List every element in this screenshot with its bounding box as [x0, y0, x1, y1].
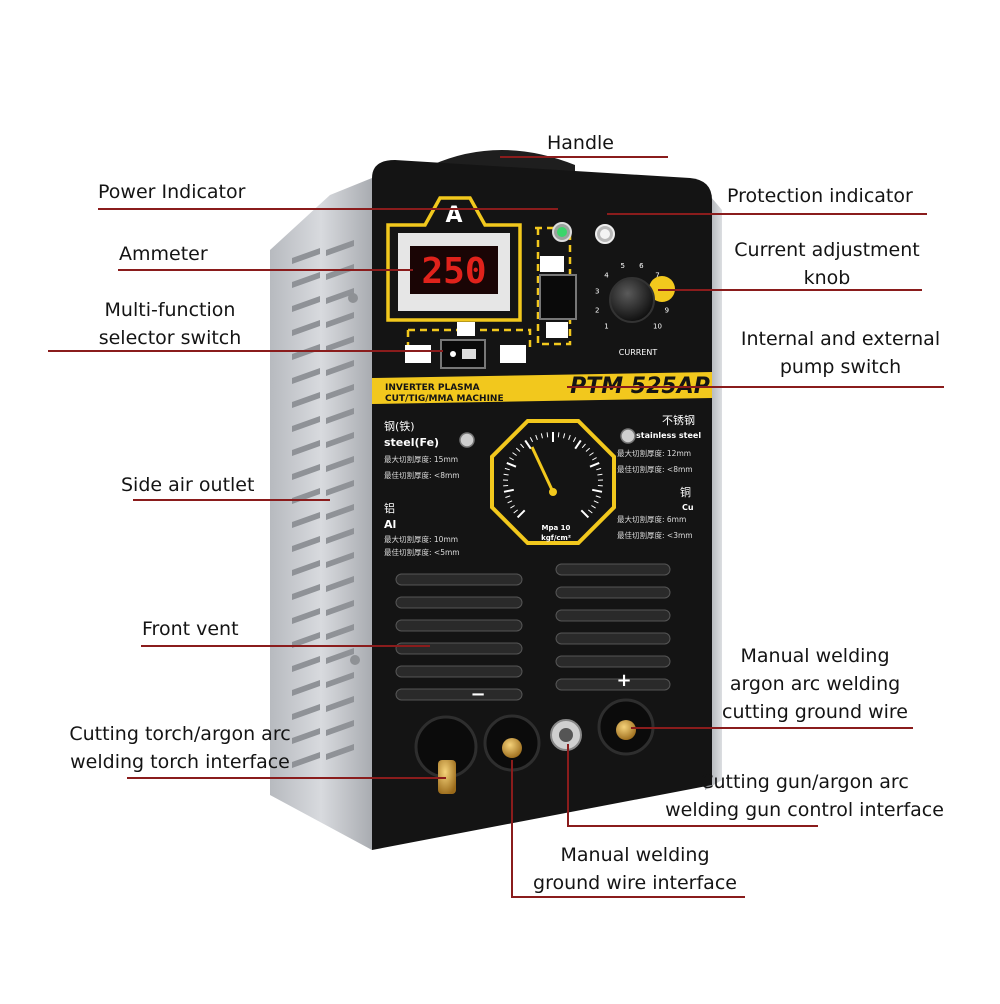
cu-cn: 铜	[680, 485, 691, 499]
al-cn: 铝	[384, 501, 395, 515]
gauge-tick	[547, 432, 548, 437]
stainless-label: stainless steel	[636, 431, 701, 440]
knob-label: CURRENT	[619, 348, 658, 357]
label-torch-line2: welding torch interface	[55, 748, 305, 776]
pump-icon-bottom	[546, 322, 568, 338]
knob-scale-number: 6	[639, 262, 644, 270]
front-vent-slot	[396, 666, 522, 677]
label-side-air-outlet: Side air outlet	[121, 471, 254, 499]
gauge-unit: Mpa 10	[542, 524, 571, 532]
knob-scale-number: 4	[604, 272, 609, 280]
gauge-tick	[558, 432, 559, 437]
positive-brass-socket	[616, 720, 636, 740]
label-manual-argon: Manual welding argon arc welding cutting…	[705, 642, 925, 726]
steel-label: steel(Fe)	[384, 436, 439, 449]
minus-sign: −	[470, 684, 485, 705]
cu-max: 最大切割厚度: 6mm	[617, 514, 686, 524]
al-max: 最大切割厚度: 10mm	[384, 534, 458, 544]
ground-brass-socket	[502, 738, 522, 758]
selector-mode-left	[405, 345, 431, 363]
steel-max: 最大切割厚度: 15mm	[384, 454, 458, 464]
label-power-indicator: Power Indicator	[98, 178, 245, 206]
label-selector-switch: Multi-function selector switch	[88, 296, 252, 352]
label-ground-line2: ground wire interface	[520, 869, 750, 897]
label-control-line1: Cutting gun/argon arc	[652, 768, 957, 796]
front-vent-slot	[396, 643, 522, 654]
power-indicator-glow	[557, 227, 567, 237]
pump-icon-top	[540, 256, 564, 272]
current-adjustment-knob[interactable]	[610, 278, 654, 322]
knob-scale-number: 9	[665, 306, 669, 314]
label-selector-line1: Multi-function	[88, 296, 252, 324]
label-protection-indicator: Protection indicator	[727, 182, 913, 210]
banner-subtitle-1: INVERTER PLASMA	[385, 383, 480, 393]
label-torch-line1: Cutting torch/argon arc	[55, 720, 305, 748]
knob-scale-number: 5	[620, 262, 624, 270]
label-manual-argon-line1: Manual welding	[705, 642, 925, 670]
knob-scale-number: 10	[653, 323, 662, 331]
gauge-unit-2: kgf/cm²	[541, 534, 571, 542]
label-ground-line1: Manual welding	[520, 841, 750, 869]
label-manual-argon-line3: cutting ground wire	[705, 698, 925, 726]
selector-mode-right	[500, 345, 526, 363]
label-pump-line1: Internal and external	[733, 325, 948, 353]
internal-external-pump-switch[interactable]	[540, 275, 576, 319]
label-pump-switch: Internal and external pump switch	[733, 325, 948, 381]
selector-mode-top	[457, 322, 475, 336]
al-best: 最佳切割厚度: <5mm	[384, 547, 460, 557]
front-vent-slot	[396, 574, 522, 585]
stainless-cn: 不锈钢	[662, 414, 695, 427]
front-vent-slot	[556, 679, 670, 690]
steel-cn: 钢(铁)	[384, 420, 415, 433]
label-current-knob: Current adjustment knob	[727, 236, 927, 292]
side-screw	[350, 655, 360, 665]
knob-scale-number: 3	[595, 288, 599, 296]
al-label: Al	[384, 518, 396, 531]
knob-scale-number: 2	[595, 306, 599, 314]
label-ammeter: Ammeter	[119, 240, 208, 268]
plus-sign: +	[616, 670, 631, 691]
label-control-interface: Cutting gun/argon arc welding gun contro…	[652, 768, 957, 824]
front-vent-slot	[556, 633, 670, 644]
ammeter-reading: 250	[421, 251, 486, 292]
front-vent-slot	[396, 620, 522, 631]
control-interface-core	[559, 728, 573, 742]
banner-subtitle-2: CUT/TIG/MMA MACHINE	[385, 394, 504, 404]
label-control-line2: welding gun control interface	[652, 796, 957, 824]
front-vent-slot	[396, 689, 522, 700]
label-torch-interface: Cutting torch/argon arc welding torch in…	[55, 720, 305, 776]
label-pump-line2: pump switch	[733, 353, 948, 381]
selector-bar	[462, 349, 476, 359]
label-current-knob-line1: Current adjustment	[727, 236, 927, 264]
label-current-knob-line2: knob	[727, 264, 927, 292]
selector-dot	[450, 351, 456, 357]
label-handle: Handle	[547, 129, 614, 157]
ammeter-badge: A	[445, 203, 462, 228]
pressure-gauge-hub	[549, 488, 557, 496]
front-vent-slot	[556, 564, 670, 575]
front-vent-slot	[556, 587, 670, 598]
label-manual-argon-line2: argon arc welding	[705, 670, 925, 698]
stainless-best: 最佳切割厚度: <8mm	[617, 464, 693, 474]
front-vent-slot	[396, 597, 522, 608]
front-vent-slot	[556, 610, 670, 621]
cu-label: Cu	[682, 503, 694, 512]
label-front-vent: Front vent	[142, 615, 239, 643]
panel-screw	[621, 429, 635, 443]
panel-screw	[460, 433, 474, 447]
label-selector-line2: selector switch	[88, 324, 252, 352]
cu-best: 最佳切割厚度: <3mm	[617, 530, 693, 540]
protection-indicator-lens	[600, 229, 610, 239]
knob-scale-number: 1	[604, 323, 608, 331]
stainless-max: 最大切割厚度: 12mm	[617, 448, 691, 458]
label-ground-interface: Manual welding ground wire interface	[520, 841, 750, 897]
side-screw	[348, 293, 358, 303]
front-vent-slot	[556, 656, 670, 667]
steel-best: 最佳切割厚度: <8mm	[384, 470, 460, 480]
